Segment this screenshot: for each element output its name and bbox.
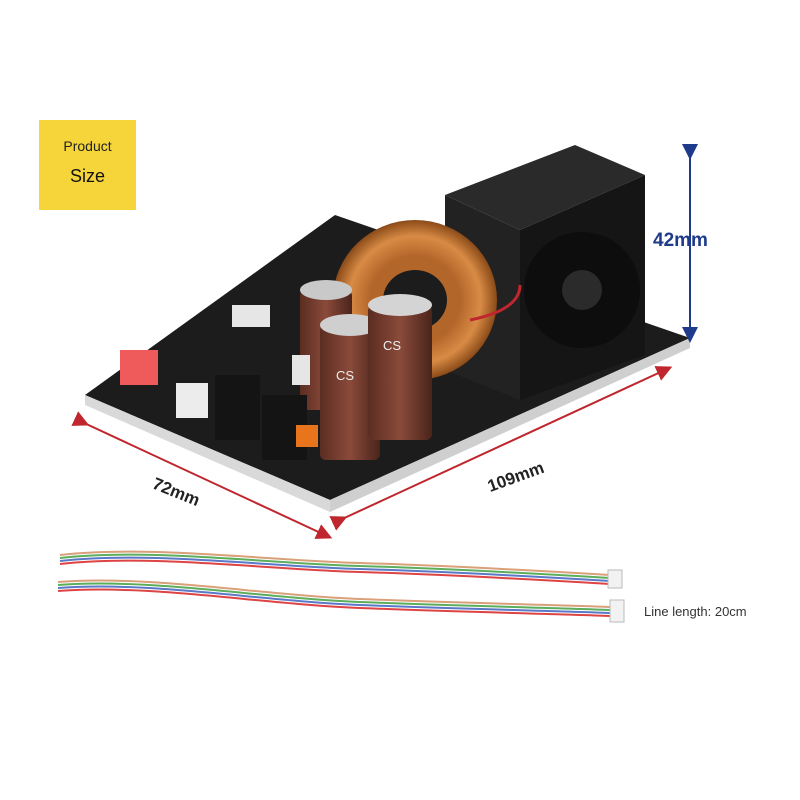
cable-length-label: Line length: 20cm [644,604,747,619]
height-label: 42mm [653,230,708,251]
capacitor-label: CS [383,338,401,353]
length-arrow [329,366,673,531]
badge-line-product: Product [63,138,112,154]
width-arrow [71,411,333,539]
ribbon-cables [57,550,625,623]
badge-line-size: Size [69,166,105,186]
product-size-badge: Product Size [39,120,136,210]
capacitor-label: CS [336,368,354,383]
